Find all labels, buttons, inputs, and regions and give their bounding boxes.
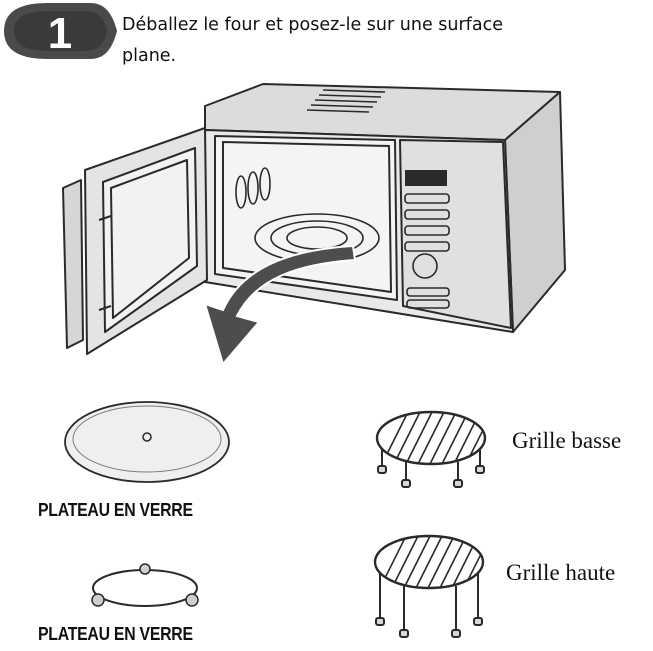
microwave-oven-illustration xyxy=(62,83,566,367)
step-instruction: Déballez le four et posez-le sur une sur… xyxy=(122,15,503,66)
high-grill-illustration xyxy=(373,534,485,638)
glass-plate-illustration xyxy=(64,401,230,483)
step-number-badge: 1 xyxy=(4,3,117,59)
step-number: 1 xyxy=(48,9,72,58)
glass-plate-caption: PLATEAU EN VERRE xyxy=(38,500,193,520)
low-grill-label: Grille basse xyxy=(512,428,622,453)
ring-caption: PLATEAU EN VERRE xyxy=(38,624,193,644)
high-grill-label: Grille haute xyxy=(506,560,616,585)
roller-ring-illustration xyxy=(91,563,199,607)
low-grill-illustration xyxy=(375,410,487,488)
